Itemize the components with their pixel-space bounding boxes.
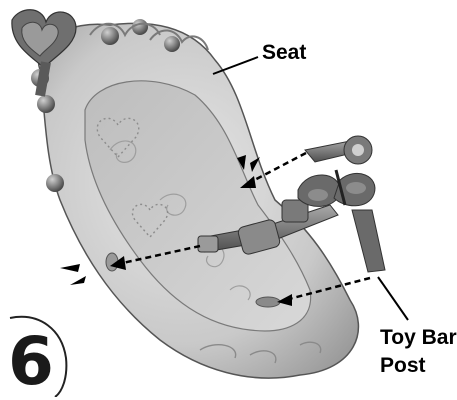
toy-bar-post-label-line1: Toy Bar: [380, 324, 457, 352]
step-number: 6: [8, 323, 52, 400]
toy-bar-post-label-line2: Post: [380, 352, 457, 380]
seat-label: Seat: [262, 41, 306, 65]
toy-bar-post-label: Toy Bar Post: [380, 324, 457, 380]
